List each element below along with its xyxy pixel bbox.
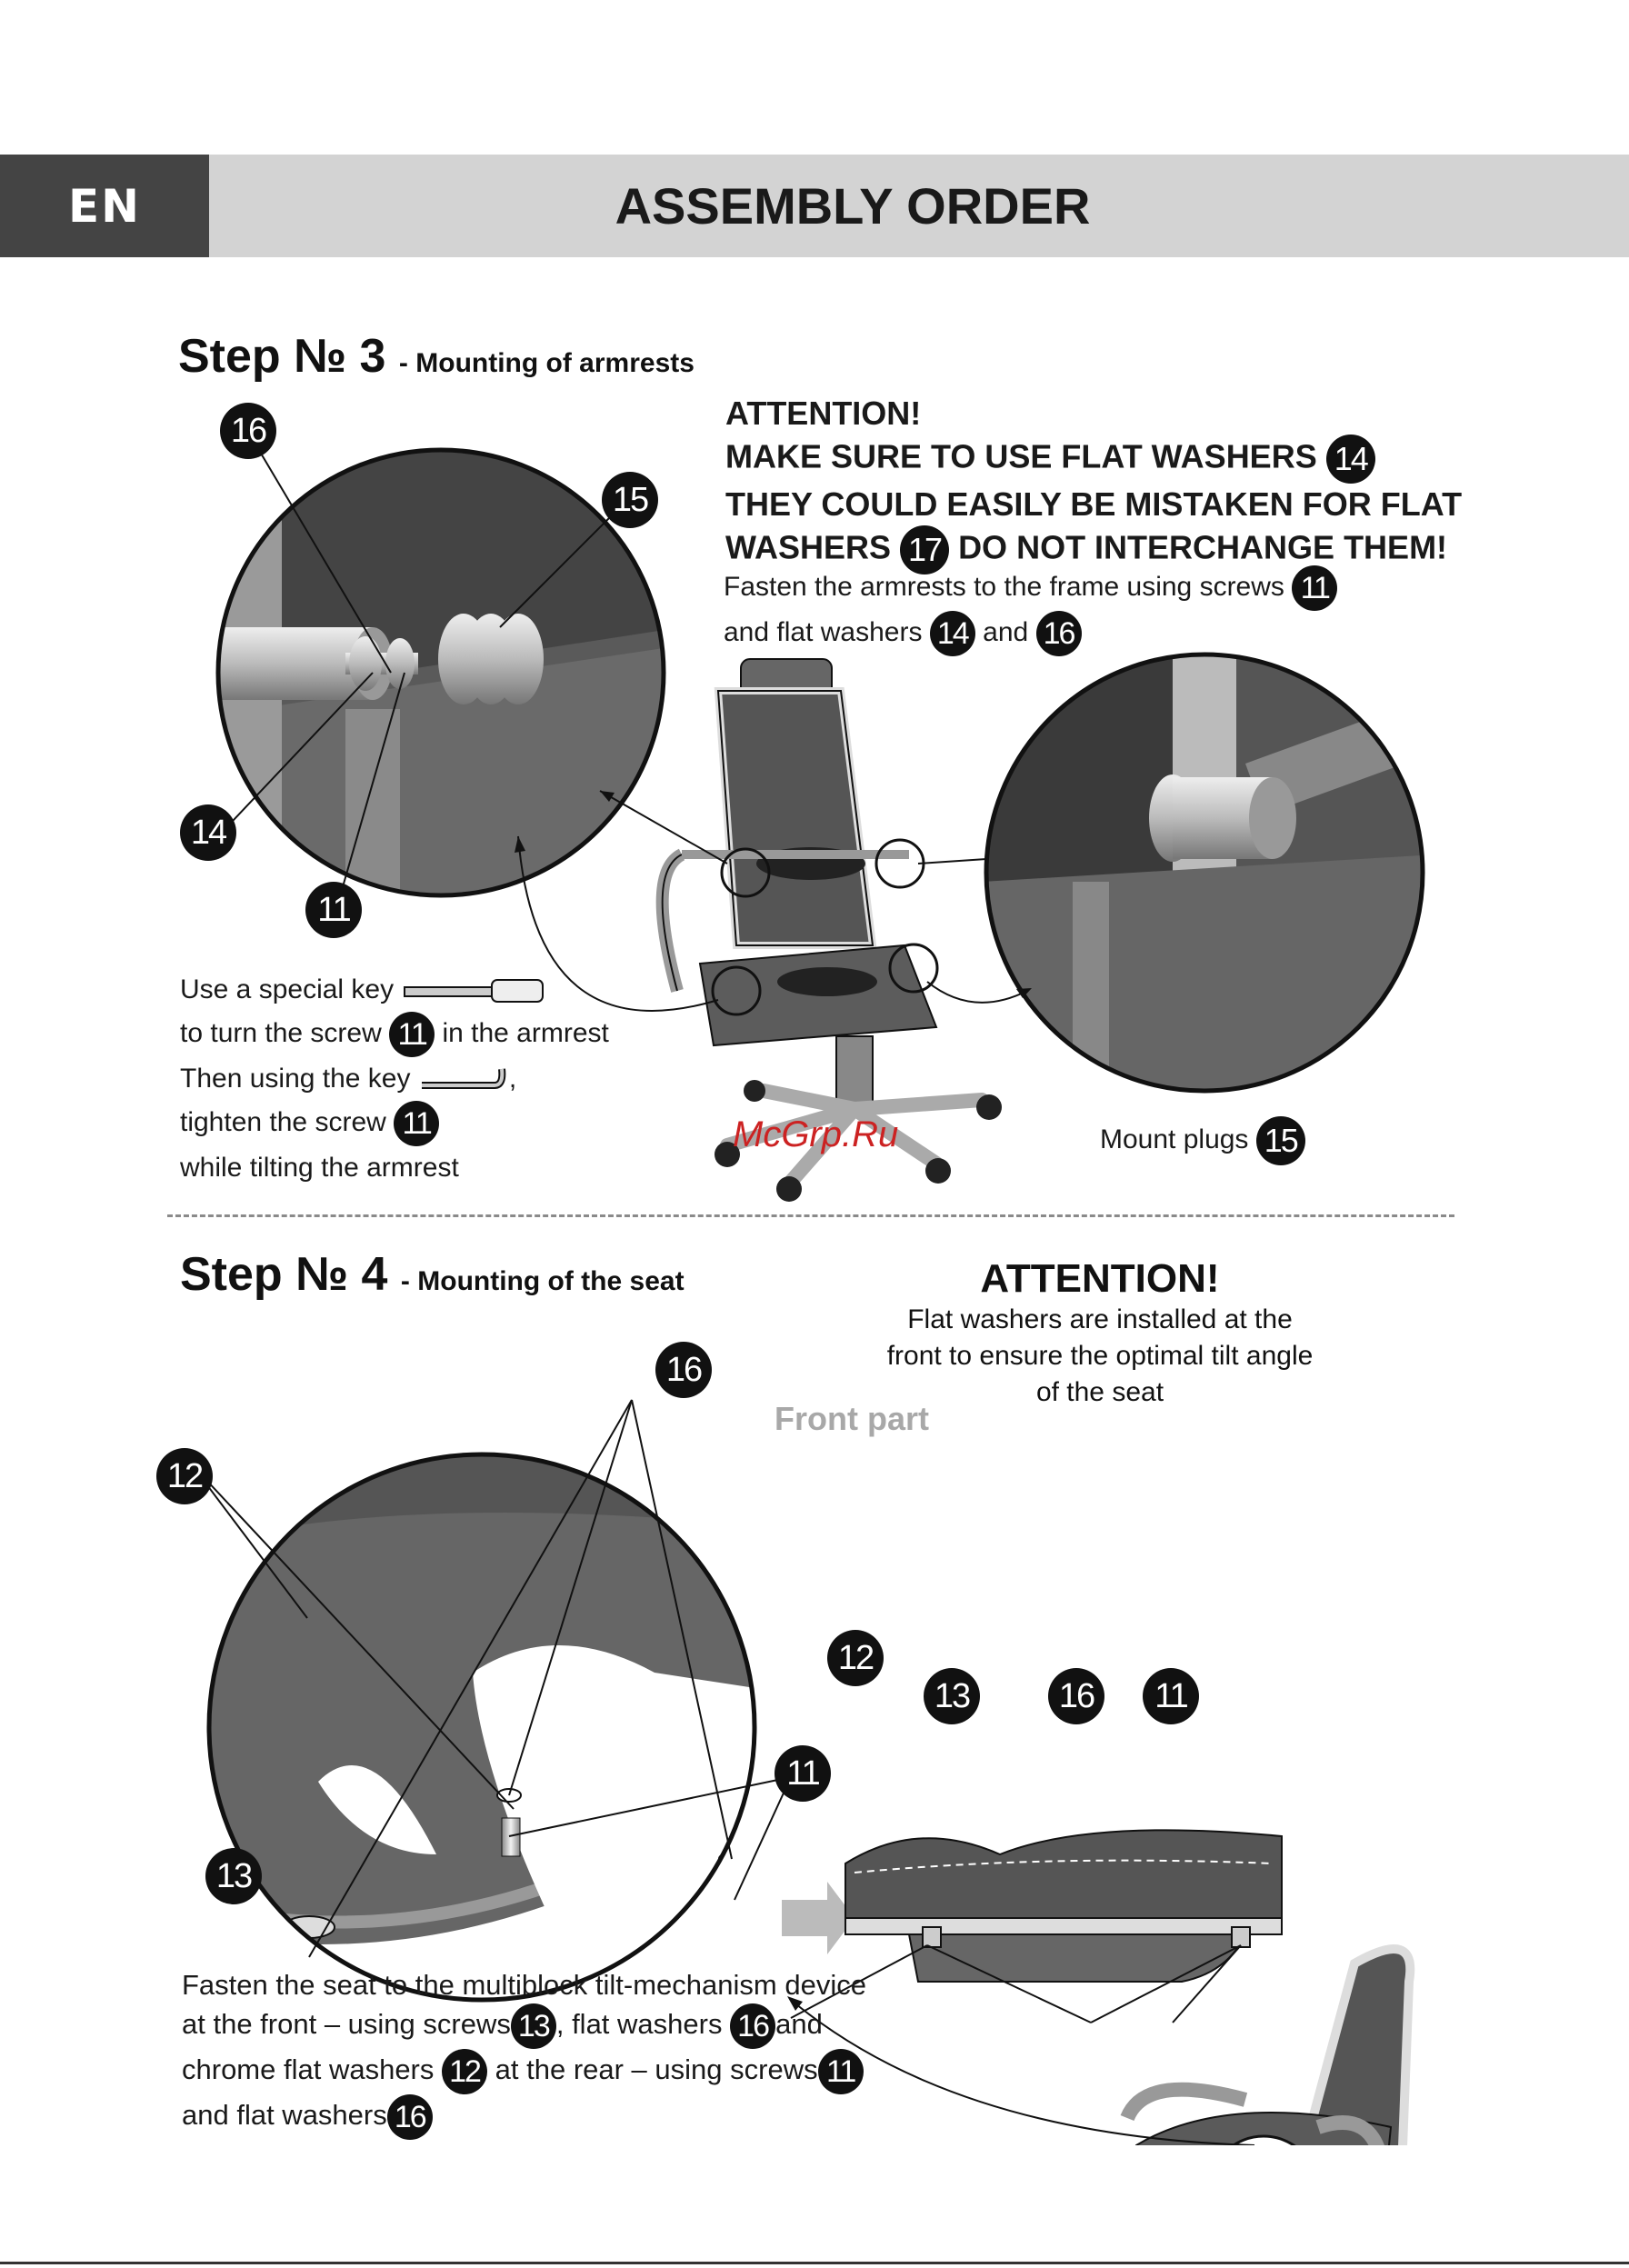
callout-11: 11 — [1143, 1668, 1199, 1724]
callout-11: 11 — [1292, 565, 1338, 611]
step3-attention: ATTENTION! MAKE SURE TO USE FLAT WASHERS… — [725, 393, 1462, 574]
callout-13: 13 — [205, 1848, 262, 1904]
header-bar — [0, 155, 1629, 257]
callout-14: 14 — [180, 804, 236, 861]
callout-16: 16 — [1048, 1668, 1104, 1724]
callout-12: 12 — [156, 1448, 213, 1504]
callout-16: 16 — [730, 2003, 776, 2049]
step3-key-instructions: Use a special key to turn the screw 11 i… — [180, 974, 609, 1184]
attention-line-4: WASHERS 17 DO NOT INTERCHANGE THEM! — [725, 525, 1462, 574]
bottom-rule — [0, 2262, 1629, 2264]
callout-11: 11 — [305, 882, 362, 938]
callout-16: 16 — [386, 2094, 433, 2140]
l-key-icon — [421, 1068, 506, 1090]
front-part-label: Front part — [775, 1400, 929, 1437]
step3-heading: Step № 3 - Mounting of armrests — [178, 329, 695, 384]
step4-illustration — [190, 1399, 1415, 2145]
armrest-detail-right — [986, 654, 1423, 1091]
page-title: ASSEMBLY ORDER — [615, 177, 1091, 235]
callout-14: 14 — [1325, 435, 1375, 484]
callout-16: 16 — [1035, 611, 1082, 656]
attention-line-2: MAKE SURE TO USE FLAT WASHERS 14 — [725, 435, 1462, 484]
attention-line-3: THEY COULD EASILY BE MISTAKEN FOR FLAT — [725, 485, 1463, 523]
seat-side-view — [844, 1829, 1283, 1983]
attention-line-1: ATTENTION! — [725, 395, 922, 432]
step3-fasten-text: Fasten the armrests to the frame using s… — [724, 565, 1338, 656]
callout-13: 13 — [924, 1668, 980, 1724]
attention-title: ATTENTION! — [980, 1256, 1220, 1301]
step-divider — [167, 1214, 1454, 1217]
callout-11: 11 — [394, 1101, 440, 1147]
mount-plugs-text: Mount plugs 15 — [1100, 1116, 1305, 1165]
watermark: McGrp.Ru — [733, 1114, 899, 1154]
step4-title: Step № 4 — [180, 1248, 388, 1301]
callout-14: 14 — [929, 611, 975, 656]
language-badge: EN — [0, 155, 209, 257]
step4-attention: ATTENTION! Flat washers are installed at… — [845, 1256, 1354, 1411]
callout-15: 15 — [602, 472, 658, 528]
callout-11: 11 — [389, 1012, 435, 1058]
step3-subtitle: - Mounting of armrests — [398, 348, 695, 378]
callout-11: 11 — [775, 1745, 831, 1802]
callout-12: 12 — [827, 1630, 884, 1686]
callout-16: 16 — [220, 403, 276, 459]
step3-illustration — [215, 426, 1425, 1202]
callout-13: 13 — [510, 2003, 556, 2049]
chair-illustration — [655, 658, 1002, 1202]
step4-heading: Step № 4 - Mounting of the seat — [180, 1247, 685, 1302]
callout-16: 16 — [655, 1342, 712, 1398]
hex-key-icon — [404, 979, 545, 1004]
seat-detail — [209, 1454, 755, 2000]
step4-subtitle: - Mounting of the seat — [400, 1266, 685, 1296]
callout-15: 15 — [1255, 1116, 1305, 1165]
armrest-detail-left — [218, 450, 664, 895]
callout-17: 17 — [900, 525, 950, 574]
step3-title: Step № 3 — [178, 330, 386, 383]
chair-seat-illustration — [1120, 1944, 1415, 2145]
step4-fasten-text: Fasten the seat to the multiblock tilt-m… — [182, 1967, 866, 2140]
callout-12: 12 — [442, 2049, 488, 2094]
callout-11: 11 — [817, 2049, 864, 2094]
